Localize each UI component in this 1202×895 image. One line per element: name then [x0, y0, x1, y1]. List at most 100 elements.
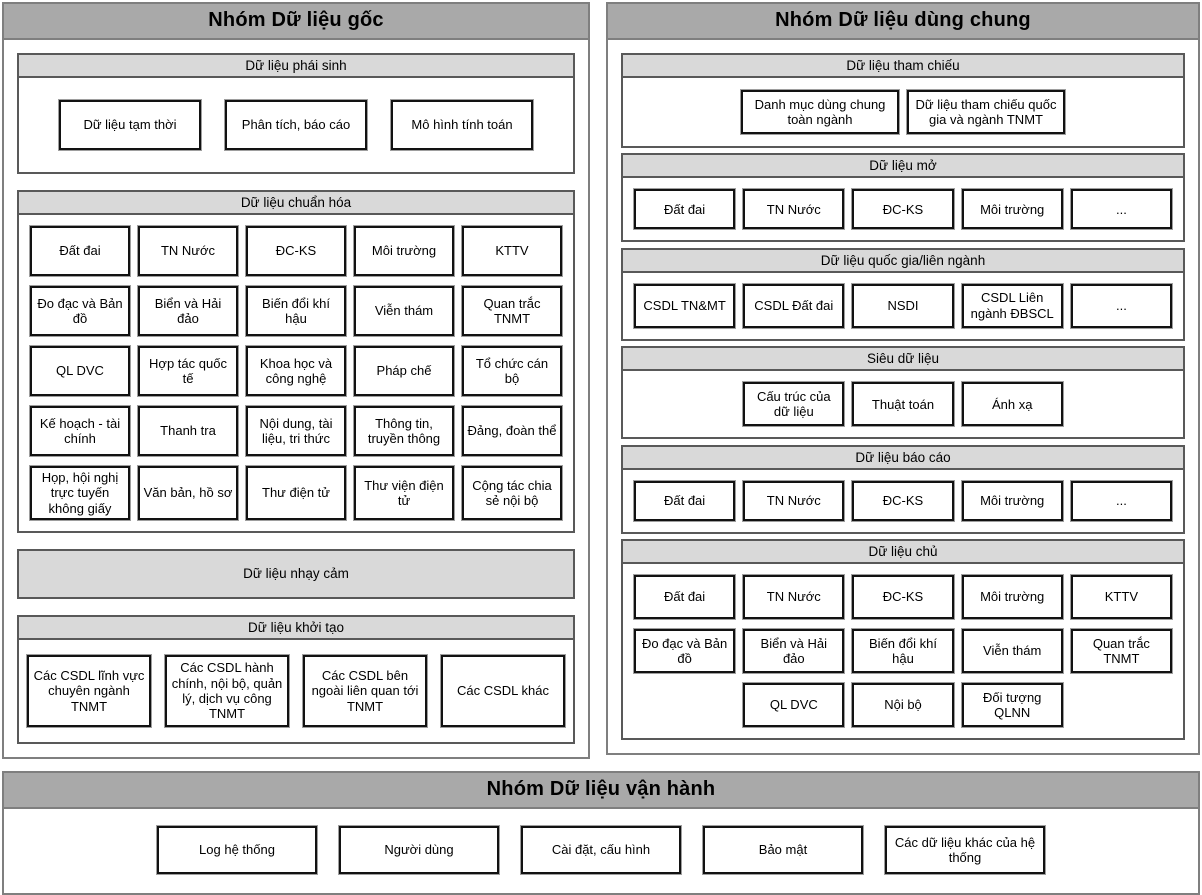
data-box: Đảng, đoàn thể	[461, 405, 563, 457]
data-box: CSDL Đất đai	[742, 282, 846, 329]
section-open-data-title: Dữ liệu mở	[623, 155, 1183, 179]
data-box: Các dữ liệu khác của hệ thống	[884, 825, 1046, 875]
empty-cell	[634, 382, 735, 426]
data-box: Mô hình tính toán	[390, 99, 534, 151]
data-box: ĐC-KS	[851, 479, 955, 522]
section-derived-data: Dữ liệu phái sinh Dữ liệu tạm thời Phân t…	[17, 53, 575, 174]
data-box: Biển và Hải đảo	[742, 627, 846, 674]
data-box: Thư viện điện tử	[353, 465, 455, 521]
data-box: Pháp chế	[353, 345, 455, 397]
data-box: Các CSDL hành chính, nội bộ, quản lý, dị…	[164, 653, 290, 728]
panel-original-data-title: Nhóm Dữ liệu gốc	[4, 4, 588, 40]
data-box: Môi trường	[960, 188, 1064, 231]
data-box: Quan trắc TNMT	[1069, 627, 1173, 674]
data-box: TN Nước	[742, 188, 846, 231]
data-box: KTTV	[1069, 573, 1173, 620]
data-box: Thư điện tử	[245, 465, 347, 521]
section-report-data-title: Dữ liệu báo cáo	[623, 446, 1183, 470]
section-derived-data-boxes: Dữ liệu tạm thời Phân tích, báo cáo Mô hìn…	[19, 78, 573, 172]
section-metadata-title: Siêu dữ liệu	[623, 348, 1183, 372]
data-box: Cài đặt, cấu hình	[520, 825, 682, 875]
data-box: Họp, hội nghị trực tuyến không giấy	[29, 465, 131, 521]
data-box: Biến đổi khí hậu	[851, 627, 955, 674]
data-box: Danh mục dùng chung toàn ngành	[740, 89, 900, 135]
panel-operational-data-title: Nhóm Dữ liệu vận hành	[4, 773, 1198, 809]
data-box: Nội bộ	[851, 681, 955, 728]
section-sensitive-data: Dữ liệu nhạy cảm	[17, 548, 575, 599]
data-box: Môi trường	[353, 225, 455, 277]
data-box: Log hệ thống	[156, 825, 318, 875]
data-box: Cấu trúc của dữ liệu	[742, 381, 846, 428]
data-box: ĐC-KS	[851, 188, 955, 231]
data-box: Biến đổi khí hậu	[245, 285, 347, 337]
panel-shared-data-title: Nhóm Dữ liệu dùng chung	[608, 4, 1198, 40]
panel-shared-data: Nhóm Dữ liệu dùng chung Dữ liệu tham chi…	[606, 2, 1200, 755]
data-box: Đo đạc và Bản đồ	[29, 285, 131, 337]
data-box: Viễn thám	[353, 285, 455, 337]
data-box: ĐC-KS	[245, 225, 347, 277]
data-box: Các CSDL bên ngoài liên quan tới TNMT	[302, 653, 428, 728]
section-derived-data-title: Dữ liệu phái sinh	[19, 55, 573, 78]
data-box: TN Nước	[742, 573, 846, 620]
data-box: Đất đai	[29, 225, 131, 277]
data-box: QL DVC	[742, 681, 846, 728]
empty-cell	[634, 683, 735, 727]
data-box: Nội dung, tài liệu, tri thức	[245, 405, 347, 457]
data-box: CSDL TN&MT	[632, 282, 737, 329]
data-box: CSDL Liên ngành ĐBSCL	[960, 282, 1064, 329]
data-box: Đất đai	[632, 479, 737, 522]
data-box: Đo đạc và Bản đồ	[632, 627, 737, 674]
data-box: Các CSDL lĩnh vực chuyên ngành TNMT	[26, 653, 152, 728]
data-box: Đất đai	[632, 573, 737, 620]
section-master-data-title: Dữ liệu chủ	[623, 540, 1183, 564]
data-box: ...	[1069, 479, 1173, 522]
data-box: TN Nước	[742, 479, 846, 522]
section-reference-data: Dữ liệu tham chiếu Danh mục dùng chung t…	[621, 53, 1185, 148]
data-box: Người dùng	[338, 825, 500, 875]
section-normalized-data-title: Dữ liệu chuẩn hóa	[19, 192, 573, 215]
section-initialized-data-title: Dữ liệu khởi tạo	[19, 616, 573, 640]
data-box: Kế hoạch - tài chính	[29, 405, 131, 457]
data-box: Dữ liệu tham chiếu quốc gia và ngành TNM…	[906, 89, 1066, 135]
data-box: QL DVC	[29, 345, 131, 397]
data-box: Môi trường	[960, 479, 1064, 522]
data-box: Văn bản, hồ sơ	[137, 465, 239, 521]
data-box: TN Nước	[137, 225, 239, 277]
data-box: ...	[1069, 282, 1173, 329]
section-initialized-data: Dữ liệu khởi tạo Các CSDL lĩnh vực chuyê…	[17, 614, 575, 744]
panel-shared-data-body: Dữ liệu tham chiếu Danh mục dùng chung t…	[608, 40, 1198, 753]
panel-operational-data-boxes: Log hệ thống Người dùng Cài đặt, cấu hình B…	[4, 809, 1198, 893]
data-box: Đất đai	[632, 188, 737, 231]
data-box: ĐC-KS	[851, 573, 955, 620]
data-box: Tổ chức cán bộ	[461, 345, 563, 397]
data-box: ...	[1069, 188, 1173, 231]
data-box: Biển và Hải đảo	[137, 285, 239, 337]
data-box: Phân tích, báo cáo	[224, 99, 368, 151]
data-box: Các CSDL khác	[440, 653, 566, 728]
data-box: Khoa học và công nghệ	[245, 345, 347, 397]
empty-cell	[1071, 382, 1172, 426]
panel-original-data-body: Dữ liệu phái sinh Dữ liệu tạm thời Phân t…	[4, 40, 588, 757]
panel-original-data: Nhóm Dữ liệu gốc Dữ liệu phái sinh Dữ li…	[2, 2, 590, 759]
panel-operational-data: Nhóm Dữ liệu vận hành Log hệ thống Người …	[2, 771, 1200, 895]
data-box: Dữ liệu tạm thời	[58, 99, 202, 151]
data-box: NSDI	[851, 282, 955, 329]
data-box: Bảo mật	[702, 825, 864, 875]
diagram-top-row: Nhóm Dữ liệu gốc Dữ liệu phái sinh Dữ li…	[2, 2, 1200, 759]
section-national-interdisciplinary-data-title: Dữ liệu quốc gia/liên ngành	[623, 249, 1183, 273]
data-box: Môi trường	[960, 573, 1064, 620]
data-box: Cộng tác chia sẻ nội bộ	[461, 465, 563, 521]
